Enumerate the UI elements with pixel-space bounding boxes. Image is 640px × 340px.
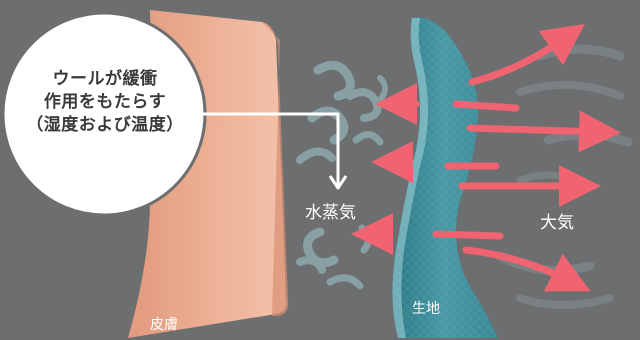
fabric-weave-texture	[392, 17, 498, 338]
callout-text: ウールが緩衝 作用をもたらす （湿度および温度）	[10, 68, 200, 137]
callout-line-1: ウールが緩衝	[52, 69, 158, 89]
callout-line-2: 作用をもたらす	[43, 92, 167, 112]
fabric-label: 生地	[412, 301, 440, 317]
heat-moisture-arrows	[351, 23, 621, 292]
atmosphere-wisps	[495, 44, 633, 309]
water-vapor-label: 水蒸気	[305, 203, 356, 223]
atmosphere-label: 大気	[540, 213, 574, 233]
water-vapor-wisps	[296, 60, 388, 290]
callout-leader-line	[200, 112, 348, 190]
callout-line-3: （湿度および温度）	[26, 115, 184, 135]
skin-edge-shadow	[262, 22, 289, 316]
skin-label: 皮膚	[150, 317, 178, 333]
